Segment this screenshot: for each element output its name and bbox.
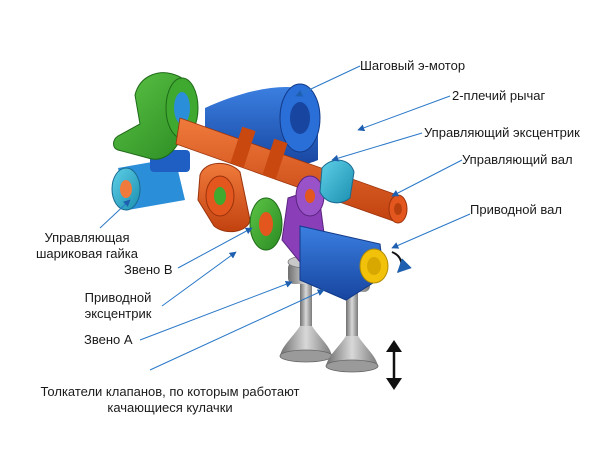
label-control-eccentric: Управляющий эксцентрик	[424, 125, 580, 141]
label-drive-eccentric-line1: Приводной	[68, 290, 168, 306]
drive-shaft-housing	[300, 226, 388, 300]
control-eccentric	[320, 160, 354, 203]
label-stepper-motor: Шаговый э-мотор	[360, 58, 465, 74]
drive-assembly	[198, 163, 250, 231]
label-control-shaft: Управляющий вал	[462, 152, 573, 168]
drive-eccentric	[250, 198, 282, 250]
rotation-arrow-icon	[392, 252, 401, 272]
label-ball-nut-line2: шариковая гайка	[12, 246, 162, 262]
label-ball-nut-line1: Управляющая	[12, 230, 162, 246]
valve-travel-arrow-icon	[386, 340, 402, 390]
label-drive-eccentric: Приводной эксцентрик	[68, 290, 168, 322]
label-ball-nut: Управляющая шариковая гайка	[12, 230, 162, 262]
label-tappets-line1: Толкатели клапанов, по которым работают	[20, 384, 320, 400]
label-link-b: Звено B	[124, 262, 173, 278]
label-link-a: Звено A	[84, 332, 133, 348]
label-tappets-line2: качающиеся кулачки	[20, 400, 320, 416]
label-drive-shaft: Приводной вал	[470, 202, 562, 218]
label-drive-eccentric-line2: эксцентрик	[68, 306, 168, 322]
label-two-arm-lever: 2-плечий рычаг	[452, 88, 545, 104]
label-tappets: Толкатели клапанов, по которым работают …	[20, 384, 320, 416]
